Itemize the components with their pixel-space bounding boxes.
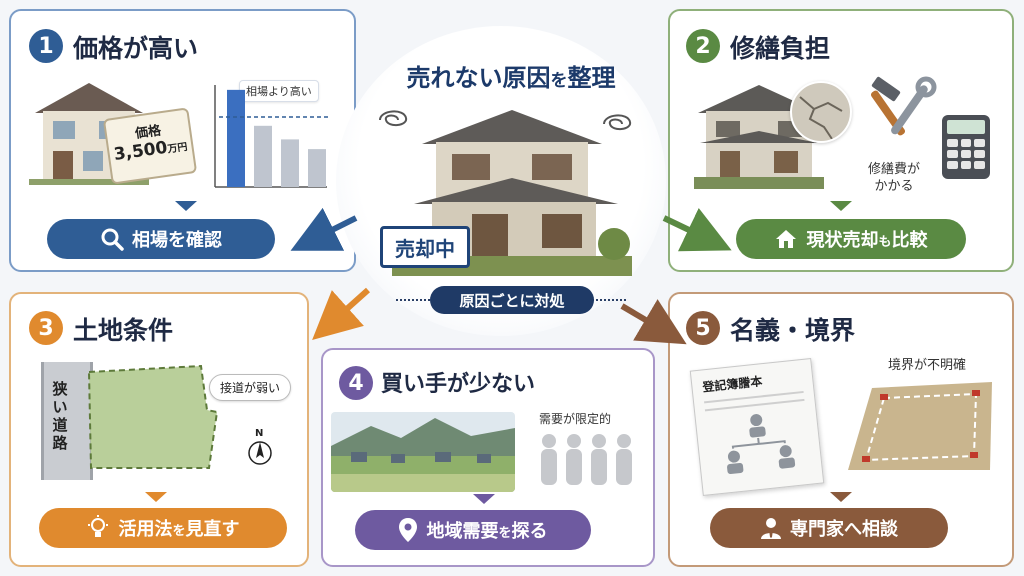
- calculator-icon: [942, 115, 990, 179]
- hammer-wrench-icon: [870, 76, 937, 136]
- people-silhouettes: [541, 434, 632, 485]
- card-title-boundary: 5 名義・境界 登記簿謄本 境界が不明確 専門家へ相談: [668, 292, 1014, 567]
- center-title-a: 売れない原因: [406, 64, 551, 92]
- home-icon: [774, 227, 798, 251]
- worry-swirl-icon: [603, 114, 632, 130]
- review-label-c: 見直す: [185, 519, 240, 540]
- location-pin-icon: [398, 517, 418, 543]
- rural-landscape: [331, 412, 515, 492]
- arrow-down: [145, 492, 167, 502]
- person-icon: [760, 516, 782, 540]
- compare-label-c: 比較: [891, 230, 928, 251]
- step-number-2: 2: [686, 29, 720, 63]
- compare-as-is-sale-button[interactable]: 現状売却も比較: [736, 219, 966, 259]
- wall-crack-circle: [790, 81, 852, 143]
- explore-local-demand-button[interactable]: 地域需要を探る: [355, 510, 591, 550]
- compass-label: N: [255, 428, 264, 439]
- old-house-illustration: [694, 85, 824, 189]
- compass-icon: [248, 441, 272, 465]
- card-land-conditions: 3 土地条件 狭い道路 接道が弱い N 活用法を見直す: [9, 292, 309, 567]
- arrow-down: [830, 492, 852, 502]
- card-title: 買い手が少ない: [381, 372, 536, 397]
- review-label-b: を: [172, 524, 186, 539]
- step-number-1: 1: [29, 29, 63, 63]
- arrow-down: [473, 494, 495, 504]
- land-plot: [87, 364, 219, 469]
- arrow-to-card-5: [620, 299, 687, 345]
- chart-bar-4: [308, 149, 326, 187]
- card-title: 土地条件: [73, 316, 174, 345]
- price-tag: 価格 3,500万円: [102, 107, 198, 185]
- compare-label-b: も: [878, 235, 892, 250]
- center-title-c: 整理: [567, 64, 616, 92]
- step-number-3: 3: [29, 311, 63, 345]
- card-repair-burden: 2 修繕負担 修繕費が かかる 現状売却も比較: [668, 9, 1014, 272]
- unclear-boundary-caption: 境界が不明確: [888, 358, 967, 373]
- boundary-plot: [848, 382, 992, 470]
- review-land-use-button[interactable]: 活用法を見直す: [39, 508, 287, 548]
- explore-label-b: を: [498, 526, 512, 541]
- arrow-down: [830, 201, 852, 211]
- price-comparison-chart: [214, 85, 329, 188]
- worry-swirl-icon: [379, 110, 408, 126]
- card-title: 名義・境界: [730, 316, 856, 345]
- magnifier-icon: [100, 227, 124, 251]
- price-tag-unit: 万円: [166, 141, 189, 156]
- lightbulb-icon: [86, 515, 110, 541]
- chart-bar-1: [227, 89, 245, 187]
- center-title: 売れない原因を整理: [366, 58, 656, 93]
- registry-document: 登記簿謄本: [689, 357, 825, 497]
- card-price-high: 1 価格が高い 価格 3,500万円 相場より高い 相場を確認: [9, 9, 356, 272]
- limited-demand-caption: 需要が限定的: [539, 412, 612, 426]
- repair-cost-line-2: かかる: [874, 179, 914, 194]
- weak-access-bubble: 接道が弱い: [209, 374, 292, 401]
- card-title: 価格が高い: [73, 34, 199, 63]
- card-few-buyers: 4 買い手が少ない 需要が限定的 地域需要を探る: [321, 348, 655, 567]
- consult-expert-button[interactable]: 専門家へ相談: [710, 508, 948, 548]
- chart-bar-2: [254, 125, 272, 187]
- consult-expert-label: 専門家へ相談: [790, 519, 898, 540]
- arrow-to-card-3: [312, 287, 371, 341]
- for-sale-sign: 売却中: [380, 226, 470, 268]
- arrow-down: [175, 201, 197, 211]
- narrow-road: [41, 362, 93, 480]
- narrow-road-label: 狭い道路: [48, 380, 72, 452]
- chart-bar-3: [281, 139, 299, 187]
- compare-label-a: 現状売却: [806, 230, 879, 251]
- unsold-house-illustration: [392, 110, 632, 276]
- narrow-road-text: 狭い道路: [52, 380, 68, 452]
- step-number-4: 4: [339, 366, 373, 400]
- step-number-5: 5: [686, 311, 720, 345]
- explore-label-a: 地域需要: [426, 521, 499, 542]
- repair-cost-caption: 修繕費が かかる: [868, 161, 920, 195]
- check-market-label: 相場を確認: [132, 230, 222, 251]
- repair-cost-line-1: 修繕費が: [868, 162, 921, 177]
- ownership-tree-icon: [727, 414, 796, 475]
- explore-label-c: 探る: [511, 521, 548, 542]
- center-title-b: を: [550, 71, 568, 91]
- card-title: 修繕負担: [730, 34, 831, 63]
- review-label-a: 活用法: [118, 519, 173, 540]
- center-banner: 原因ごとに対処: [430, 286, 594, 314]
- check-market-button[interactable]: 相場を確認: [47, 219, 275, 259]
